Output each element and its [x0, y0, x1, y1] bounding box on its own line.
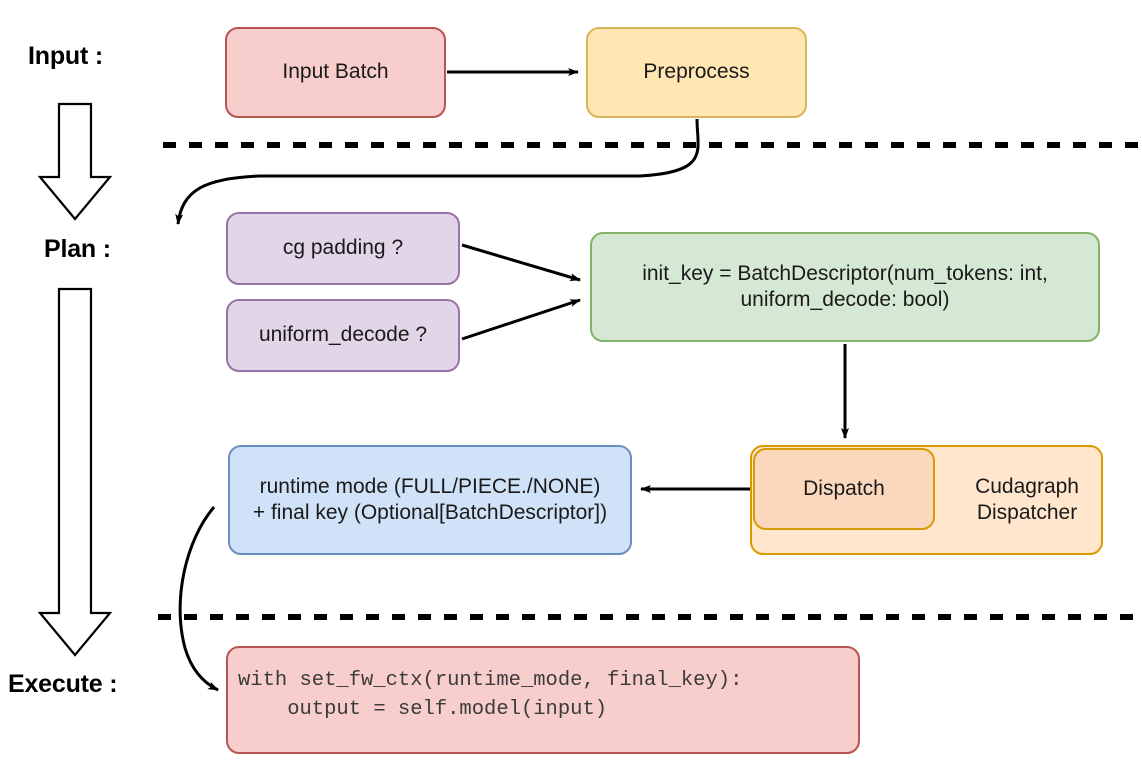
- node-dispatch[interactable]: Dispatch: [753, 448, 935, 530]
- node-execute-code[interactable]: with set_fw_ctx(runtime_mode, final_key)…: [226, 646, 860, 754]
- connector-cg-padding-to-init-key: [461, 243, 581, 282]
- connector-preprocess-to-cg-padding: [175, 118, 700, 225]
- stage-label-plan: Plan :: [44, 235, 111, 263]
- node-input-batch[interactable]: Input Batch: [225, 27, 446, 118]
- node-preprocess[interactable]: Preprocess: [586, 27, 807, 118]
- node-input-batch-label: Input Batch: [282, 60, 389, 84]
- node-dispatch-label: Dispatch: [803, 476, 885, 500]
- node-cg-padding-label: cg padding ?: [282, 236, 404, 260]
- node-uniform-decode-label: uniform_decode ?: [258, 323, 428, 347]
- connector-uniform-decode-to-init-key: [461, 298, 581, 341]
- stage-block-arrow-input-to-plan: [37, 102, 113, 221]
- node-runtime-mode-label: runtime mode (FULL/PIECE./NONE)+ final k…: [252, 474, 608, 524]
- node-uniform-decode[interactable]: uniform_decode ?: [226, 299, 460, 372]
- node-preprocess-label: Preprocess: [643, 60, 750, 84]
- stage-label-input: Input :: [28, 42, 103, 70]
- stage-block-arrow-plan-to-execute: [37, 287, 113, 657]
- node-init-key-line1: init_key = BatchDescriptor(num_tokens: i…: [642, 261, 1048, 311]
- node-execute-code-label: with set_fw_ctx(runtime_mode, final_key)…: [238, 669, 743, 722]
- node-cg-padding[interactable]: cg padding ?: [226, 212, 460, 285]
- node-init-key[interactable]: init_key = BatchDescriptor(num_tokens: i…: [590, 232, 1100, 342]
- connector-runtime-mode-to-execute-code: [178, 506, 219, 692]
- stage-label-execute: Execute :: [8, 670, 118, 698]
- node-runtime-mode[interactable]: runtime mode (FULL/PIECE./NONE)+ final k…: [228, 445, 632, 555]
